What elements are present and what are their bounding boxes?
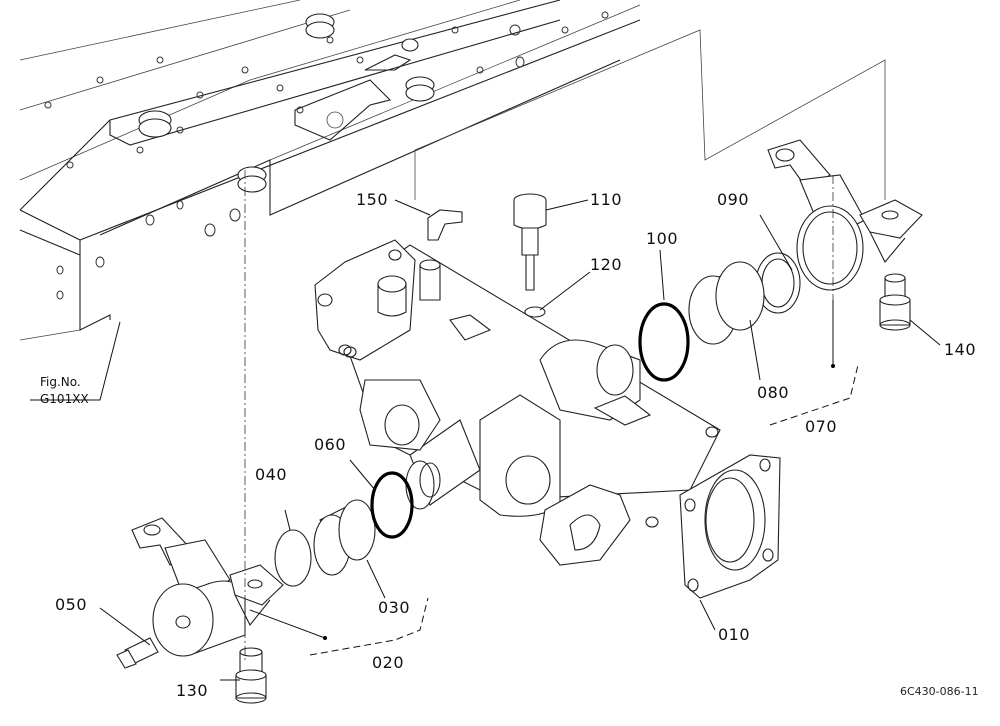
group-020-dot (323, 636, 327, 640)
part-060-shape (370, 471, 414, 539)
callout-050: 050 (55, 595, 87, 614)
part-100-shape (638, 302, 690, 382)
phantom-frame-outline (414, 29, 886, 200)
callout-140: 140 (944, 340, 976, 359)
callout-080: 080 (757, 383, 789, 402)
callout-060: 060 (314, 435, 346, 454)
callout-040: 040 (255, 465, 287, 484)
left-bearing-set (274, 471, 414, 587)
callout-130: 130 (176, 681, 208, 700)
group-070-dot (831, 364, 835, 368)
figure-reference: Fig.No. G101XX (30, 321, 121, 406)
callout-070: 070 (805, 417, 837, 436)
leader-lines (99, 199, 941, 681)
group-070-bracket (769, 364, 859, 426)
axle-housing (314, 239, 781, 599)
callout-090: 090 (717, 190, 749, 209)
top-fittings (427, 193, 547, 318)
right-bearing-set (638, 252, 801, 382)
callout-020: 020 (372, 653, 404, 672)
drawing-code: 6C430-086-11 (900, 685, 979, 698)
group-020-bracket (309, 597, 429, 656)
callout-030: 030 (378, 598, 410, 617)
callout-100: 100 (646, 229, 678, 248)
callout-110: 110 (590, 190, 622, 209)
callout-150: 150 (356, 190, 388, 209)
fig-no-value: G101XX (40, 392, 89, 406)
callout-labels: 010 020 030 040 050 060 070 080 090 100 … (55, 190, 976, 700)
right-kingpin-bracket (767, 139, 923, 331)
fig-no-label: Fig.No. (40, 375, 81, 389)
left-kingpin-bracket (116, 517, 284, 704)
callout-120: 120 (590, 255, 622, 274)
part-040-shape (274, 529, 312, 587)
part-120-shape (524, 306, 546, 318)
callout-010: 010 (718, 625, 750, 644)
